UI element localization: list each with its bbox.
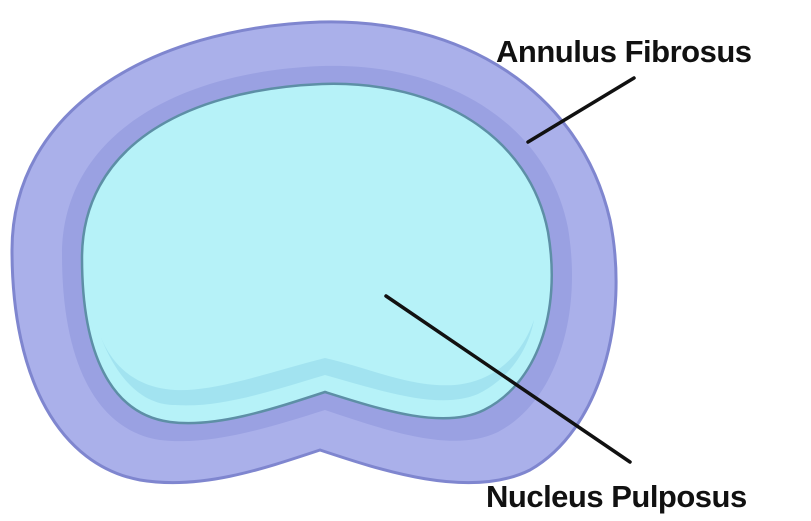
nucleus-pulposus-label: Nucleus Pulposus xyxy=(486,479,747,514)
annulus-fibrosus-label: Annulus Fibrosus xyxy=(496,34,752,69)
